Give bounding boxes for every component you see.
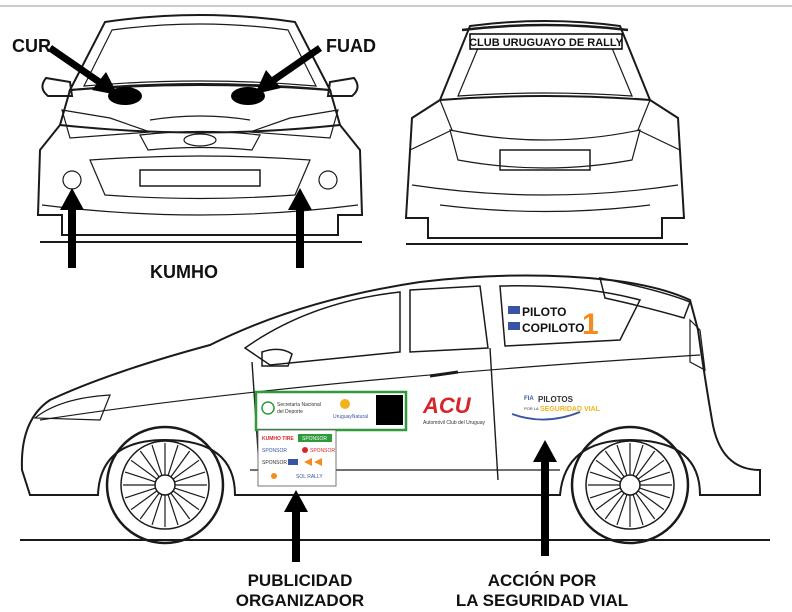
label-cur: CUR xyxy=(12,36,51,56)
seguridad-vial-logo: FIA PILOTOS POR LA SEGURIDAD VIAL xyxy=(511,395,601,421)
rear-wheel xyxy=(570,425,690,545)
wheel-spoke xyxy=(604,450,625,478)
piloto-label: PILOTO xyxy=(522,305,566,319)
sponsor-arrow-icon xyxy=(304,458,312,466)
label-fuad: FUAD xyxy=(326,36,376,56)
wheel-spoke xyxy=(130,459,158,480)
sponsor-4: SPONSOR xyxy=(310,448,335,454)
wheel-spoke xyxy=(635,450,656,478)
wheel-spoke xyxy=(604,492,625,520)
swoosh-icon xyxy=(511,411,581,421)
arrow-kumho-left xyxy=(60,188,84,268)
wheel-spoke xyxy=(595,459,623,480)
seguridad-line2: POR LA xyxy=(524,406,539,411)
wheel-spoke xyxy=(595,490,623,511)
acu-caption: Automóvil Club del Uruguay xyxy=(423,420,485,426)
door-panel: Secretaría Nacional del Deporte UruguayN… xyxy=(254,390,408,432)
wheel-spoke xyxy=(139,450,160,478)
wheel-spoke xyxy=(167,444,179,476)
label-accion-line1: ACCIÓN POR xyxy=(488,571,597,590)
copiloto-label: COPILOTO xyxy=(522,321,584,335)
seguridad-line3: SEGURIDAD VIAL xyxy=(540,406,601,413)
fia-label: FIA xyxy=(524,396,534,402)
arrow-publicidad xyxy=(284,490,308,562)
sponsor-sol-rally: SOL RALLY xyxy=(296,474,323,480)
sponsor-sun-icon xyxy=(271,473,277,479)
label-accion-line2: LA SEGURIDAD VIAL xyxy=(456,591,628,610)
wheel-spoke xyxy=(639,487,671,499)
label-publicidad-line2: ORGANIZADOR xyxy=(236,591,364,610)
car-rear-view xyxy=(404,20,686,239)
wheel-spoke xyxy=(151,494,163,526)
front-wheel xyxy=(105,425,225,545)
wheel-spoke xyxy=(637,459,665,480)
secretaria-line1: Secretaría Nacional xyxy=(277,402,321,408)
secretaria-line2: del Deporte xyxy=(277,409,303,415)
wheel-spoke xyxy=(616,494,628,526)
wheel-spoke xyxy=(589,471,621,483)
arrow-kumho-right xyxy=(288,188,312,268)
sponsor-2: SPONSOR xyxy=(302,436,327,442)
sponsor-5: SPONSOR xyxy=(262,460,287,466)
wheel-spoke xyxy=(637,490,665,511)
acu-logo: ACU Automóvil Club del Uruguay xyxy=(422,393,485,426)
label-kumho: KUMHO xyxy=(150,262,218,282)
wheel-spoke xyxy=(124,487,156,499)
wheel-spoke xyxy=(172,459,200,480)
wheel-spoke xyxy=(174,471,206,483)
arrow-cur xyxy=(48,45,118,95)
wheel-spoke xyxy=(174,487,206,499)
black-placeholder xyxy=(376,395,403,425)
hood-oval-left xyxy=(108,87,142,105)
wheel-spoke xyxy=(170,492,191,520)
sponsor-green-block xyxy=(298,434,332,442)
wheel-spoke xyxy=(639,471,671,483)
window-sticker: PILOTO COPILOTO 1 xyxy=(508,305,599,341)
wheel-spoke xyxy=(172,490,200,511)
wheel-spoke xyxy=(167,494,179,526)
sponsor-panel: KUMHO TIRE SPONSOR SPONSOR SPONSOR SPONS… xyxy=(257,429,337,487)
wheel-spoke xyxy=(170,450,191,478)
seguridad-line1: PILOTOS xyxy=(538,395,574,404)
arrow-seguridad xyxy=(533,440,557,556)
secretaria-logo-icon xyxy=(261,401,275,415)
wheel-spoke xyxy=(151,444,163,476)
flag-copiloto-icon xyxy=(508,322,520,330)
car-front-view xyxy=(36,14,364,236)
sponsor-arrow-icon-2 xyxy=(314,458,322,466)
wheel-spoke xyxy=(635,492,656,520)
sponsor-3: SPONSOR xyxy=(262,448,287,454)
competitor-number: 1 xyxy=(582,308,599,341)
uruguay-natural-label: UruguayNatural xyxy=(333,414,368,420)
sponsor-kumho-tire: KUMHO TIRE xyxy=(262,436,294,442)
sponsor-blue-block xyxy=(288,459,298,465)
uruguay-sun-icon xyxy=(340,399,350,409)
wheel-spoke xyxy=(616,444,628,476)
label-publicidad-line1: PUBLICIDAD xyxy=(248,571,353,590)
arrow-fuad xyxy=(255,45,322,94)
wheel-spoke xyxy=(130,490,158,511)
flag-piloto-icon xyxy=(508,306,520,314)
wheel-spoke xyxy=(139,492,160,520)
club-banner-text: CLUB URUGUAYO DE RALLY xyxy=(469,37,623,49)
wheel-spoke xyxy=(632,494,644,526)
acu-logo-text: ACU xyxy=(422,393,472,418)
wheel-spoke xyxy=(589,487,621,499)
club-banner-box xyxy=(469,33,623,50)
wheel-spoke xyxy=(124,471,156,483)
wheel-spoke xyxy=(632,444,644,476)
sponsor-red-dot xyxy=(302,447,308,453)
